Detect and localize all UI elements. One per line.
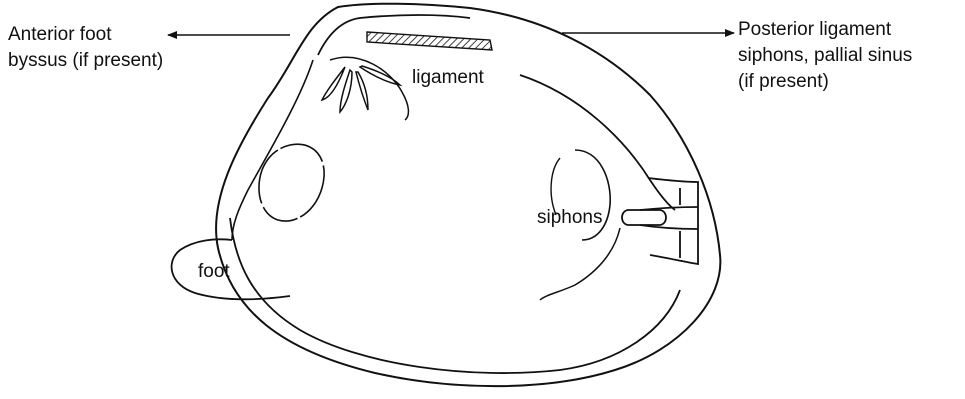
foot-shape (172, 239, 290, 299)
adductor-fan (322, 66, 400, 112)
foot-label: foot (198, 261, 230, 282)
anterior-muscle-scar (259, 144, 324, 221)
posterior-label-line2: siphons, pallial sinus (738, 45, 912, 66)
anterior-label-line2: byssus (if present) (8, 50, 163, 71)
anterior-label-line1: Anterior foot (8, 24, 112, 45)
siphons-label: siphons (537, 207, 603, 228)
ligament-label: ligament (412, 67, 485, 88)
posterior-label-line1: Posterior ligament (738, 19, 892, 40)
inner-shell-edge (232, 60, 313, 240)
mantle-line-upper (520, 75, 675, 210)
mantle-line-lower (230, 218, 680, 373)
shell-outline (216, 4, 720, 386)
pallial-line (540, 228, 620, 300)
ligament-hatched (367, 32, 492, 50)
siphons-shape (622, 178, 698, 264)
posterior-label-line3: (if present) (738, 71, 829, 92)
